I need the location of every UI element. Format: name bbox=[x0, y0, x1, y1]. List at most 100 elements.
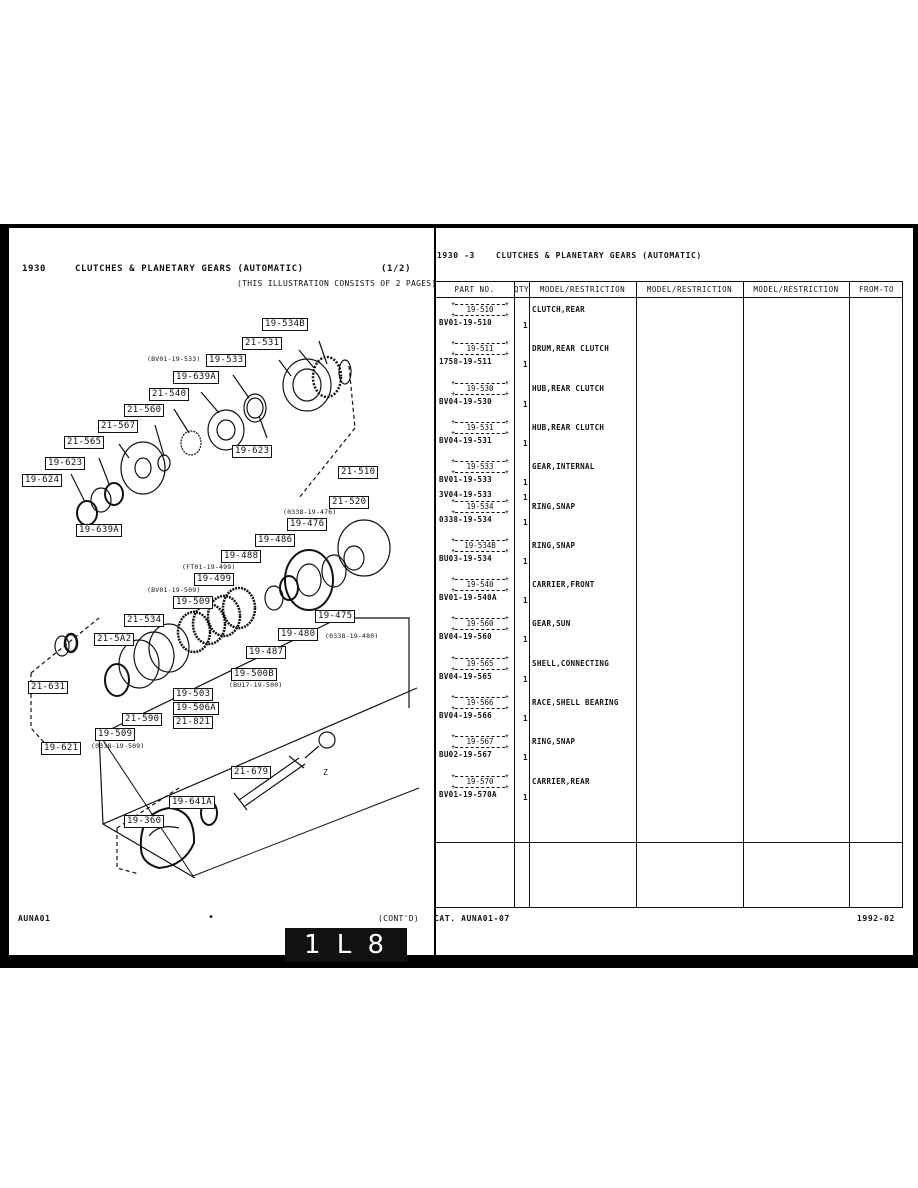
label-19-621: 19-621 bbox=[41, 742, 82, 755]
note-bu17-19-500: (BU17-19-500) bbox=[229, 681, 283, 689]
ref-number-box: ++19-565++ bbox=[451, 653, 509, 673]
label-21-679: 21-679 bbox=[231, 766, 272, 779]
header-model-1: MODEL/RESTRICTION bbox=[539, 285, 626, 294]
label-19-480: 19-480 bbox=[278, 628, 319, 641]
footer-continued: (CONT'D) bbox=[378, 914, 419, 923]
part-description: CARRIER,FRONT bbox=[532, 580, 595, 590]
header-qty: QTY bbox=[514, 285, 530, 294]
part-qty: 1 bbox=[523, 792, 528, 802]
label-19-533: 19-533 bbox=[206, 354, 247, 367]
ref-number: 19-534B bbox=[464, 540, 496, 550]
ref-number-box: ++19-567++ bbox=[451, 732, 509, 752]
label-19-509-lower: 19-509 bbox=[95, 728, 136, 741]
column-divider bbox=[636, 282, 637, 907]
label-21-590: 21-590 bbox=[122, 713, 163, 726]
header-from-to: FROM-TO bbox=[858, 285, 895, 294]
label-19-488: 19-488 bbox=[221, 550, 262, 563]
label-19-486: 19-486 bbox=[255, 534, 296, 547]
part-number: BV04-19-531 bbox=[439, 435, 492, 445]
ref-number: 19-540 bbox=[466, 580, 494, 590]
part-number: BU03-19-534 bbox=[439, 553, 492, 563]
part-qty: 1 bbox=[523, 360, 528, 370]
part-number: BV01-19-570A bbox=[439, 789, 497, 799]
header-model-2: MODEL/RESTRICTION bbox=[646, 285, 733, 294]
note-bv01-19-533: (BV01-19-533) bbox=[147, 355, 201, 363]
parts-table: PART NO. QTY MODEL/RESTRICTION MODEL/RES… bbox=[434, 281, 903, 908]
ref-number: 19-511 bbox=[466, 344, 494, 354]
part-description: RING,SNAP bbox=[532, 501, 576, 511]
ref-number-box: ++19-570++ bbox=[451, 771, 509, 791]
part-qty: 1 bbox=[523, 714, 528, 723]
ref-number-box: ++19-530++ bbox=[451, 378, 509, 398]
ref-number-box: ++19-534B++ bbox=[451, 535, 509, 555]
part-number: BV01-19-533 bbox=[439, 475, 492, 485]
ref-number: 19-533 bbox=[466, 462, 494, 472]
part-qty: 1 bbox=[523, 478, 528, 488]
part-number: BV04-19-566 bbox=[439, 711, 492, 720]
ref-number-box: ++19-534++ bbox=[451, 496, 509, 516]
footer-left-code: AUNA01 bbox=[18, 914, 51, 923]
label-21-540: 21-540 bbox=[149, 388, 190, 401]
table-row: ++19-534++ RING,SNAP 0338-19-534 1 bbox=[435, 496, 904, 535]
part-qty: 1 bbox=[523, 596, 528, 606]
ref-number: 19-560 bbox=[466, 619, 494, 629]
ref-number-box: ++19-560++ bbox=[451, 614, 509, 634]
connector-z: Z bbox=[323, 768, 328, 777]
right-section-number: 1930 -3 bbox=[437, 251, 475, 260]
label-21-567: 21-567 bbox=[98, 420, 139, 433]
ref-number-box: ++19-540++ bbox=[451, 575, 509, 595]
label-19-499: 19-499 bbox=[194, 573, 235, 586]
part-description: SHELL,CONNECTING bbox=[532, 658, 610, 668]
label-19-476: 19-476 bbox=[287, 518, 328, 531]
label-21-510: 21-510 bbox=[338, 466, 379, 479]
part-description: CLUTCH,REAR bbox=[532, 305, 585, 314]
part-qty: 1 bbox=[523, 635, 528, 645]
part-description: CARRIER,REAR bbox=[532, 776, 590, 786]
label-19-475: 19-475 bbox=[315, 610, 356, 623]
label-19-503: 19-503 bbox=[173, 688, 214, 701]
part-qty: 1 bbox=[523, 399, 528, 409]
ref-number-box: ++19-566++ bbox=[451, 693, 509, 712]
column-divider bbox=[743, 282, 744, 907]
label-19-534B: 19-534B bbox=[262, 318, 309, 331]
part-qty: 1 bbox=[523, 517, 528, 527]
label-19-509: 19-509 bbox=[173, 596, 214, 609]
illustration-note: (THIS ILLUSTRATION CONSISTS OF 2 PAGES) bbox=[237, 279, 437, 288]
ref-number: 19-531 bbox=[466, 422, 494, 432]
label-21-534: 21-534 bbox=[124, 614, 165, 627]
note-bv01-19-509: (BV01-19-509) bbox=[147, 586, 201, 594]
table-row: ++19-570++ CARRIER,REAR BV01-19-570A 1 bbox=[435, 771, 904, 810]
part-number: BV01-19-540A bbox=[439, 593, 497, 603]
label-19-639A: 19-639A bbox=[173, 371, 220, 384]
part-qty: 1 bbox=[523, 438, 528, 448]
label-19-624: 19-624 bbox=[22, 474, 63, 487]
part-description: RING,SNAP bbox=[532, 540, 576, 550]
part-number: 3V04-19-533 bbox=[439, 490, 492, 500]
left-section-title: CLUTCHES & PLANETARY GEARS (AUTOMATIC) bbox=[75, 264, 304, 274]
catalog-page: 1930 CLUTCHES & PLANETARY GEARS (AUTOMAT… bbox=[9, 228, 913, 955]
label-21-631: 21-631 bbox=[28, 681, 69, 694]
part-number: BU02-19-567 bbox=[439, 750, 492, 760]
ref-number-box: ++19-531++ bbox=[451, 417, 509, 437]
right-section-title: CLUTCHES & PLANETARY GEARS (AUTOMATIC) bbox=[496, 251, 702, 260]
ref-number: 19-530 bbox=[466, 383, 494, 393]
header-part-no: PART NO. bbox=[454, 285, 495, 294]
column-divider bbox=[529, 282, 530, 907]
part-description: DRUM,REAR CLUTCH bbox=[532, 344, 610, 354]
part-number: 0338-19-534 bbox=[439, 514, 492, 524]
note-0338-19-476: (0338-19-476) bbox=[283, 508, 337, 516]
ref-number: 19-510 bbox=[466, 305, 494, 314]
label-21-821: 21-821 bbox=[173, 716, 214, 729]
column-divider bbox=[849, 282, 850, 907]
label-19-623-left: 19-623 bbox=[45, 457, 86, 470]
exploded-diagram bbox=[30, 340, 420, 878]
part-description: RING,SNAP bbox=[532, 737, 576, 747]
label-21-520: 21-520 bbox=[329, 496, 370, 509]
label-21-560: 21-560 bbox=[124, 404, 165, 417]
